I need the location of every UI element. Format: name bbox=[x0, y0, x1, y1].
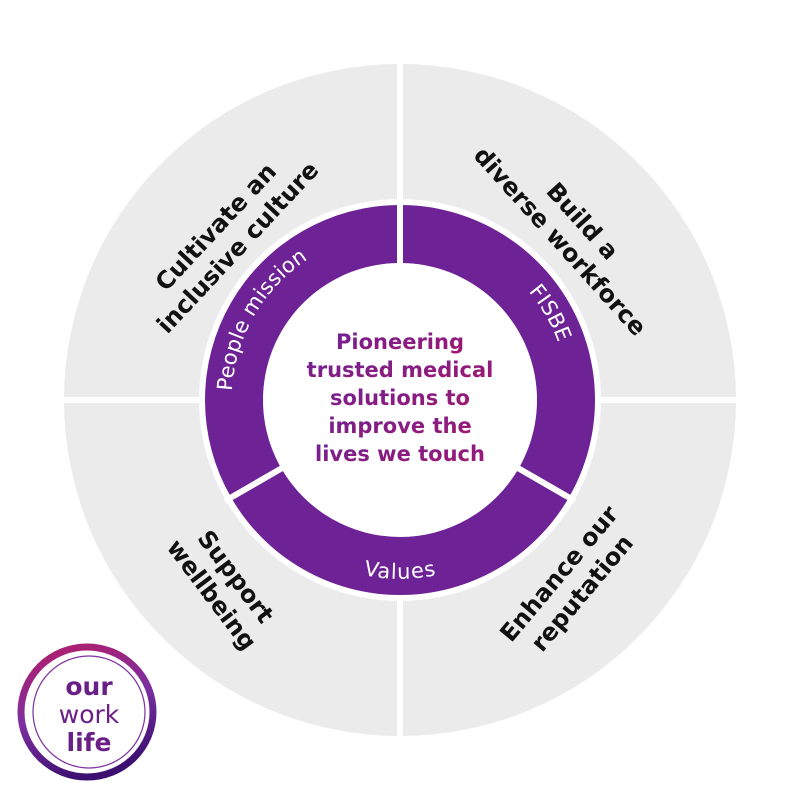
logo-line-our: our bbox=[65, 672, 113, 701]
logo-line-life: life bbox=[67, 728, 112, 757]
ring-divider-right bbox=[515, 464, 577, 504]
ring-segment-fisbe bbox=[400, 205, 595, 498]
center-disc bbox=[264, 264, 536, 536]
center-line: Pioneering bbox=[336, 330, 464, 354]
ring-segment-values bbox=[231, 468, 569, 595]
logo-line-work: work bbox=[59, 700, 120, 729]
center-line: lives we touch bbox=[315, 442, 485, 466]
our-work-life-logo: our work life bbox=[17, 643, 157, 781]
center-line: improve the bbox=[328, 414, 471, 438]
center-line: solutions to bbox=[330, 386, 470, 410]
ring-label-values-text: Values bbox=[363, 556, 438, 584]
ring-divider-left bbox=[223, 464, 285, 504]
ring-segment-people-mission bbox=[205, 205, 400, 498]
logo-inner-ring bbox=[32, 655, 146, 769]
center-line: trusted medical bbox=[307, 358, 494, 382]
ring-label-values: Values bbox=[363, 556, 438, 584]
center-mission-statement: Pioneering trusted medical solutions to … bbox=[307, 330, 494, 466]
logo-outer-ring bbox=[17, 643, 157, 781]
